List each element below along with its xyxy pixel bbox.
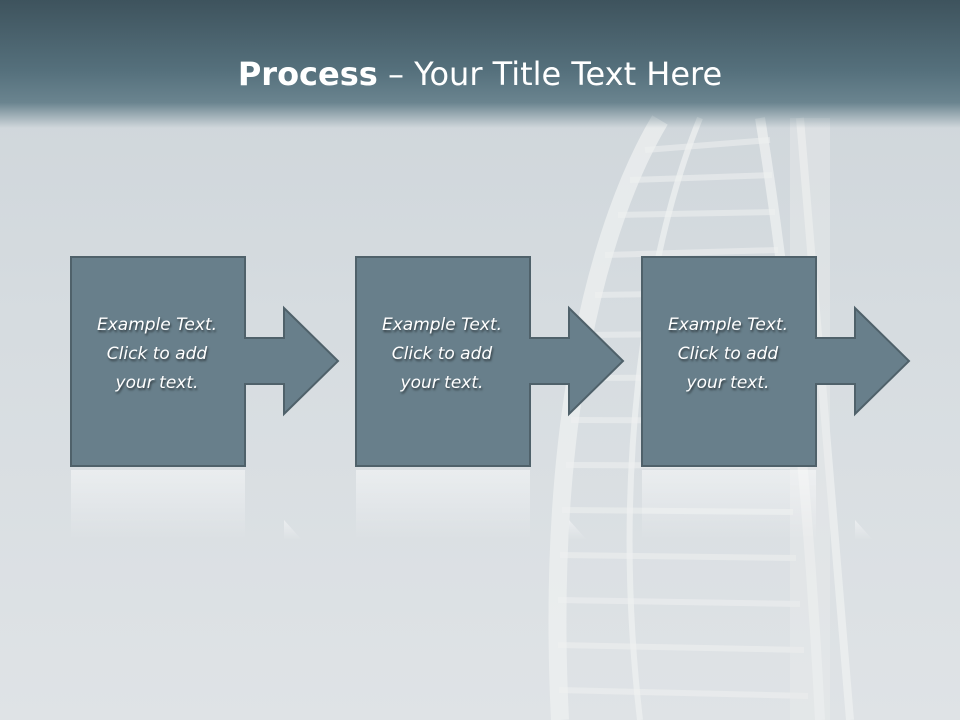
title-band	[0, 0, 960, 128]
step-arrow-shape	[355, 256, 625, 467]
step-text-line: Example Text.	[96, 315, 218, 335]
step-reflection	[71, 470, 302, 540]
step-text: Example Text. Click to add your text.	[649, 311, 807, 398]
step-text-line: Click to add	[106, 344, 208, 364]
step-text-line: Example Text.	[667, 315, 789, 335]
step-text-line: your text.	[686, 373, 770, 393]
step-arrow-shape	[641, 256, 911, 467]
title-rest-text: – Your Title Text Here	[377, 55, 723, 93]
step-text-line: Example Text.	[381, 315, 503, 335]
title-bold-text: Process	[237, 55, 378, 93]
step-reflection	[642, 470, 873, 540]
step-text-line: Click to add	[677, 344, 779, 364]
slide-title[interactable]: Process – Your Title Text Here	[0, 52, 960, 96]
step-text-line: your text.	[115, 373, 199, 393]
step-reflection	[356, 470, 587, 540]
step-text: Example Text. Click to add your text.	[78, 311, 236, 398]
step-text-line: your text.	[400, 373, 484, 393]
step-text: Example Text. Click to add your text.	[363, 311, 521, 398]
process-step-3[interactable]: Example Text. Click to add your text.	[641, 256, 931, 468]
step-arrow-shape	[70, 256, 340, 467]
process-step-2[interactable]: Example Text. Click to add your text.	[355, 256, 645, 468]
process-step-1[interactable]: Example Text. Click to add your text.	[70, 256, 360, 468]
step-text-line: Click to add	[391, 344, 493, 364]
